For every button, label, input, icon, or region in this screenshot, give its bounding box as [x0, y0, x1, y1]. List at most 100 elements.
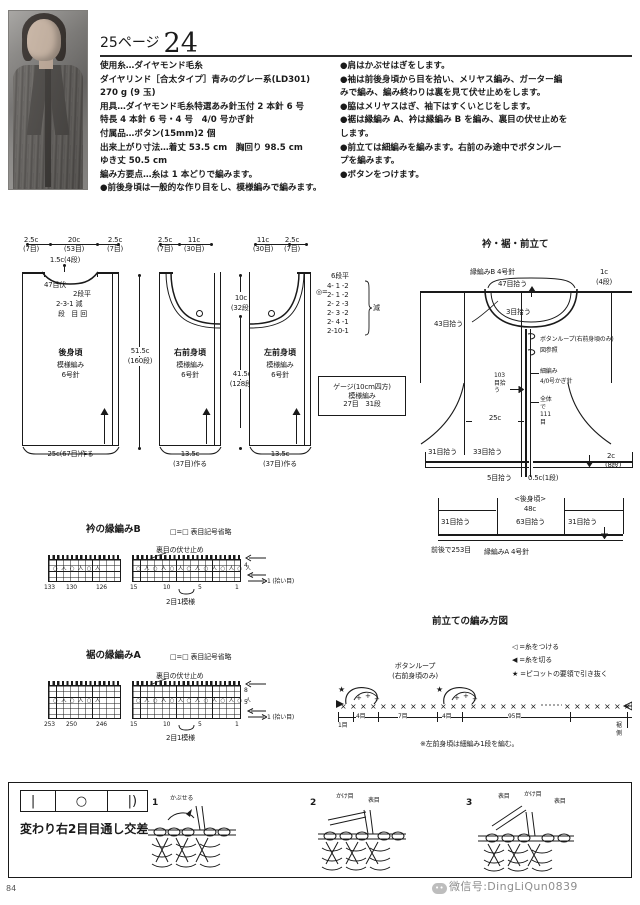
rf-cast-on-stitches: (37目)作る — [173, 460, 207, 468]
decrease-row: 4- 1 -2 — [327, 282, 349, 290]
collar-row-label: 4 — [244, 562, 248, 569]
back-label: <後身頃> — [514, 495, 546, 503]
technique-box — [8, 782, 632, 878]
symbol-cell-2: ○ — [75, 793, 88, 809]
pickup-row-arrow-icon — [246, 708, 267, 720]
pickup-47-label: 47目拾う — [498, 280, 527, 288]
decrease-marker-icon — [268, 310, 275, 317]
collar-chart-symbols-right: ○人○人○人○人○人○人○人 — [136, 566, 255, 572]
front-height-rows-label: (128段) — [224, 380, 260, 389]
neck-depth-label: 1.5c(4段) — [49, 256, 81, 264]
right-front-armhole-curve — [165, 271, 221, 329]
symbol-cell-1: | — [30, 793, 36, 809]
decrease-bracket — [364, 280, 373, 336]
item-number: 24 — [163, 28, 198, 59]
pickup-direction-arrow-icon — [528, 286, 536, 292]
width-25c-label: 25c — [472, 414, 518, 423]
materials-line: ゆき丈 50.5 cm — [100, 156, 168, 167]
step-3-label-b: かけ目 — [524, 791, 542, 798]
back-piece-needle: 6号針 — [61, 371, 80, 379]
rows-4-label: (4段) — [595, 278, 613, 286]
svg-text:×: × — [370, 702, 377, 711]
cast-on-bracket — [249, 446, 312, 455]
sc-needle-label: 4/0号かぎ針 — [540, 378, 573, 385]
front-height-label: 41.5c — [224, 370, 260, 379]
rf-width-label: 11c — [187, 236, 201, 244]
row-4-arrow-icon — [245, 554, 266, 562]
legend-picot: ★ =ピコットの要領で引き抜く — [512, 670, 608, 678]
hem-chart-title: 裾の縁編みA — [86, 650, 141, 661]
back-height-rows-label: (160段) — [122, 357, 158, 366]
svg-text:×: × — [450, 702, 457, 711]
legend-attach-yarn: ◁ =糸をつける — [512, 643, 559, 651]
band-count-4b: 4目 — [442, 713, 452, 721]
knit-direction-arrow-icon — [202, 408, 211, 415]
lf-width-label: 2.5c — [284, 236, 300, 244]
right-front-needle: 6号針 — [181, 371, 199, 379]
repeat-bracket — [178, 588, 195, 595]
pickup-3-label: 3目拾う — [506, 308, 531, 316]
pickup-5-label: 5目拾う — [487, 474, 512, 482]
step-3-label-c: 表目 — [554, 798, 566, 805]
instructions-column: ●肩はかぶせはぎをします。 ●袖は前後身頃から目を拾い、メリヤス編み、ガーター編… — [340, 60, 634, 182]
watermark-bubble-icon: •• — [432, 883, 447, 894]
page-number: 84 — [6, 884, 17, 893]
hem-chart-num: 15 — [130, 721, 138, 728]
svg-text:×: × — [400, 702, 407, 711]
gauge-title: ゲージ(10cm四方) — [333, 383, 391, 391]
svg-text:+: + — [472, 695, 478, 703]
knit-direction-arrow-icon — [100, 408, 109, 415]
right-body-side-curve — [567, 382, 612, 445]
hem-row-label: 5 — [244, 699, 248, 706]
hem-chart-num: 1 — [235, 721, 239, 728]
left-front-name: 左前身頃 — [264, 348, 296, 357]
button-loop-label: ボタンループ(右前身頃のみ) — [540, 336, 614, 343]
rf-cast-on-label: 13.5c — [180, 450, 200, 458]
svg-text:×: × — [594, 702, 601, 711]
hem-chart-symbols-right: ○人○人○人○人○人○人○人 — [136, 698, 255, 704]
decrease-marker-icon — [196, 310, 203, 317]
band-button-loop-note: (右前身頃のみ) — [392, 672, 438, 680]
instructions-line: ●ボタンをつけます。 — [340, 169, 424, 180]
band-count-4a: 4目 — [356, 713, 366, 721]
svg-text:×: × — [584, 702, 591, 711]
page-reference: 25ページ — [100, 35, 160, 51]
svg-text:×: × — [490, 702, 497, 711]
back-stitch-label: (7目) — [106, 245, 124, 253]
materials-line: ダイヤリンド［合太タイプ］青みのグレー系(LD301) — [100, 74, 311, 85]
size-2c-label: 2c — [607, 452, 615, 460]
left-front-armhole-curve — [249, 271, 305, 329]
materials-line: 付属品…ボタン(15mm)2 個 — [100, 128, 216, 139]
decrease-row: 2- 2 -3 — [327, 300, 349, 308]
svg-text:×: × — [350, 702, 357, 711]
hem-row-label: 1 (拾い目) — [267, 714, 295, 721]
rf-stitch-label: (30目) — [183, 245, 205, 253]
collar-shape — [484, 288, 578, 328]
symbol-cell-3: |) — [127, 793, 138, 809]
row-8-arrow-icon — [245, 680, 266, 688]
pickup-31a-label: 31目拾う — [428, 448, 457, 456]
instructions-line: プを編みます。 — [340, 156, 400, 167]
pickup-row-arrow-icon — [246, 572, 267, 584]
instructions-line: ●袖は前後身頃から目を拾い、メリヤス編み、ガーター編 — [340, 74, 563, 85]
pickup-31c-label: 31目拾う — [568, 518, 597, 526]
lf-width-label: 11c — [256, 236, 270, 244]
pickup-103-label: 103目拾う — [494, 372, 506, 394]
materials-line: 編み方要点…糸は 1 本どりで編みます。 — [100, 169, 258, 180]
knit-direction-arrow-icon — [292, 408, 301, 415]
instructions-line: ●肩はかぶせはぎをします。 — [340, 61, 450, 71]
svg-text:+: + — [374, 695, 380, 703]
materials-line: 270 g (9 玉) — [100, 88, 156, 99]
lf-cast-on-stitches: (37目)作る — [263, 460, 297, 468]
hem-chart-legend: □=□ 表目記号省略 — [170, 653, 232, 661]
see-chart-label: 図参照 — [540, 347, 558, 354]
collar-row-label: 1 (拾い目) — [267, 578, 295, 585]
hem-chart-num: 10 — [163, 721, 171, 728]
back-piece-body — [22, 272, 119, 446]
rows-flat-first: 6段平 — [331, 272, 349, 280]
technique-symbol-cells: | ○ |) — [20, 790, 148, 812]
collar-pickup-curve — [487, 277, 576, 289]
hem-repeat-label: 2目1模様 — [166, 734, 195, 742]
technique-name: 変わり右2目目通し交差 — [20, 822, 149, 836]
